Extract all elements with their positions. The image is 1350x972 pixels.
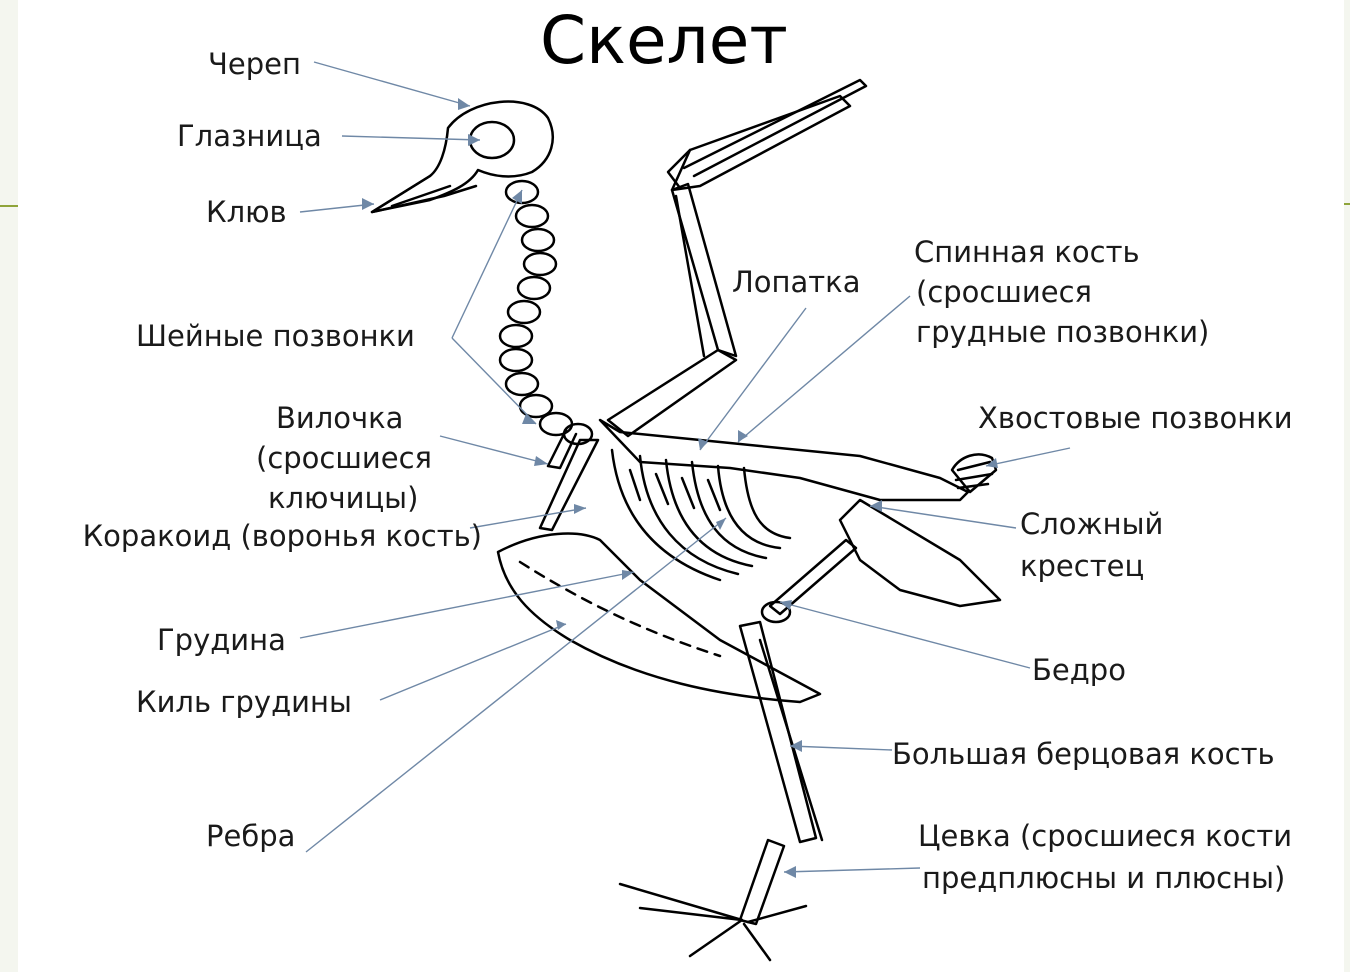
label-tibiotarsus: Большая берцовая кость <box>892 734 1275 774</box>
pelvis <box>840 500 1000 606</box>
label-tarsometatarsus-line1: Цевка (сросшиеся кости <box>918 816 1292 856</box>
label-furcula-line1: Вилочка <box>276 398 403 438</box>
label-synsacrum-line2: крестец <box>1020 546 1144 586</box>
label-eye-socket: Глазница <box>177 116 322 156</box>
label-furcula-line2: (сросшиеся <box>256 438 432 478</box>
label-skull: Череп <box>208 44 301 84</box>
label-beak: Клюв <box>206 192 287 232</box>
label-tail-vertebrae: Хвостовые позвонки <box>978 398 1293 438</box>
neck-vertebrae <box>500 181 592 444</box>
label-ribs: Ребра <box>206 816 295 856</box>
label-keel: Киль грудины <box>136 682 352 722</box>
label-cervical-vertebrae: Шейные позвонки <box>136 316 415 356</box>
tarsometatarsus <box>740 840 784 924</box>
diagram-title: Скелет <box>540 0 788 82</box>
wing-hand <box>672 96 850 190</box>
wing-forearm <box>672 184 736 356</box>
ribs <box>612 450 790 580</box>
label-sternum: Грудина <box>157 620 286 660</box>
toes <box>620 884 806 960</box>
coracoid <box>540 440 598 530</box>
label-femur: Бедро <box>1032 650 1126 690</box>
label-tarsometatarsus-line2: предплюсны и плюсны) <box>922 858 1285 898</box>
label-notarium-line2: (сросшиеся <box>916 272 1092 312</box>
label-furcula-line3: ключицы) <box>268 478 418 518</box>
label-synsacrum-line1: Сложный <box>1020 504 1163 544</box>
label-scapula: Лопатка <box>732 262 860 302</box>
wing-humerus <box>608 350 736 436</box>
label-notarium-line3: грудные позвонки) <box>916 312 1209 352</box>
synsacrum <box>600 420 968 500</box>
label-notarium-line1: Спинная кость <box>914 232 1140 272</box>
tibiotarsus <box>740 622 816 842</box>
label-coracoid: Коракоид (воронья кость) <box>0 516 482 556</box>
